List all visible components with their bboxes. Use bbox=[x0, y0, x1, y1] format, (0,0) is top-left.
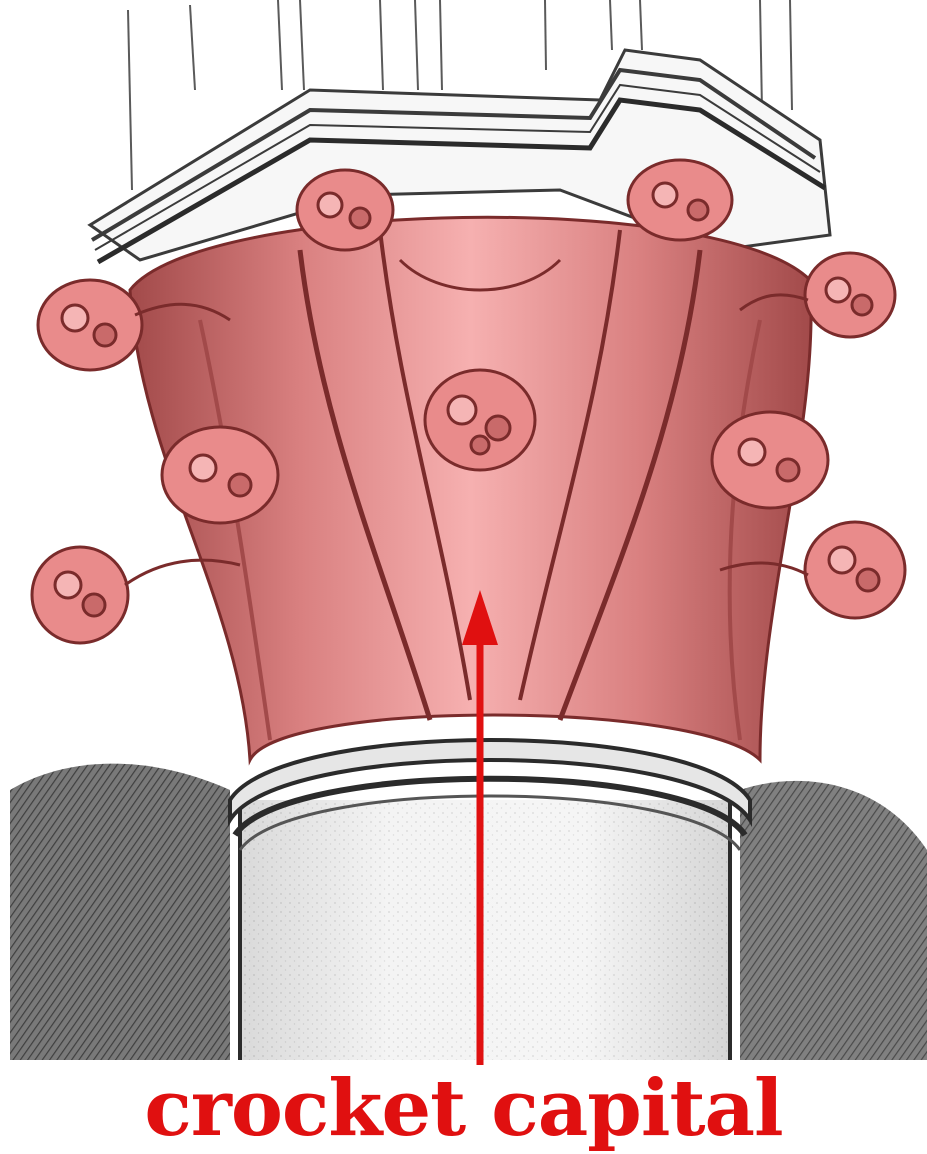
crocket-top-left bbox=[297, 170, 393, 250]
crocket-center bbox=[425, 370, 535, 470]
crocket-mid-right bbox=[712, 412, 828, 508]
shadow-hatching-right bbox=[740, 781, 927, 1060]
caption-label: crocket capital bbox=[0, 1064, 927, 1154]
crocket-lower-left bbox=[32, 547, 240, 643]
shadow-hatching bbox=[10, 764, 230, 1060]
crocket-top-right bbox=[628, 160, 732, 240]
crocket-mid-left bbox=[162, 427, 278, 523]
column-shaft bbox=[240, 800, 730, 1060]
